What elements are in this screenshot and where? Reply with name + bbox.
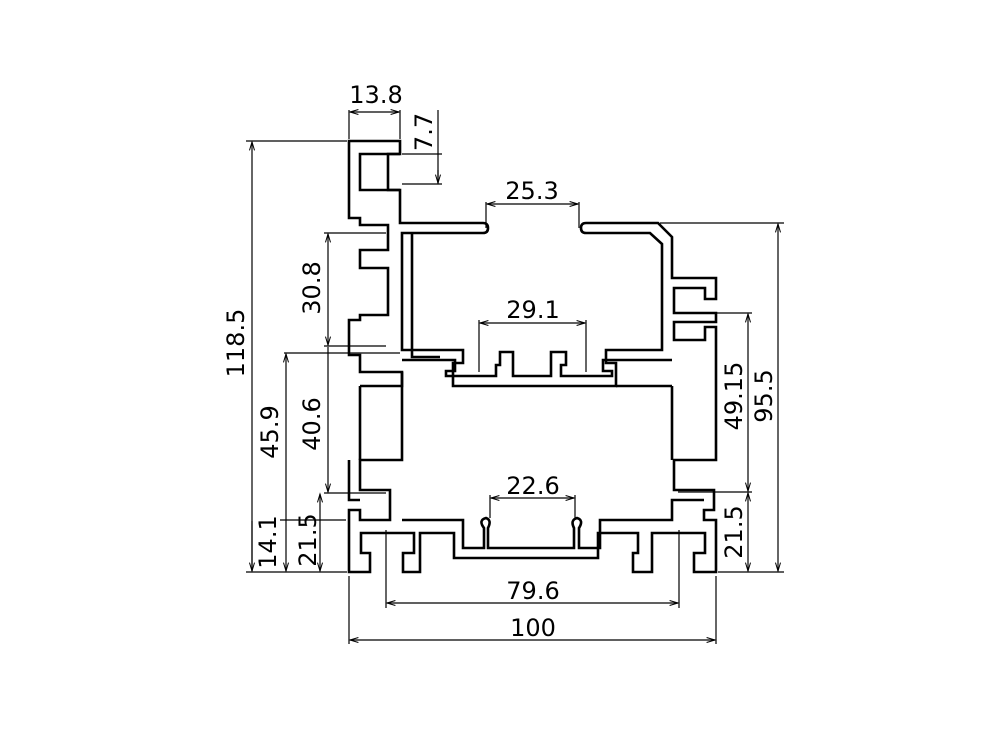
dim-label-left-lower-total: 45.9 bbox=[256, 405, 284, 458]
middle-channel bbox=[402, 350, 672, 378]
dim-label-top-slot-width: 13.8 bbox=[349, 81, 402, 109]
dim-label-bottom-channel: 22.6 bbox=[506, 472, 559, 500]
dim-label-right-total: 95.5 bbox=[750, 369, 778, 422]
lower-chamber bbox=[358, 372, 674, 460]
dim-label-left-middle-pitch: 40.6 bbox=[298, 397, 326, 450]
dim-label-inner-width: 79.6 bbox=[506, 577, 559, 605]
dim-label-middle-channel: 29.1 bbox=[506, 296, 559, 324]
dim-label-top-slot-height: 7.7 bbox=[410, 113, 438, 151]
dim-label-right-bottom-slot: 21.5 bbox=[720, 505, 748, 558]
dim-label-top-opening: 25.3 bbox=[505, 177, 558, 205]
top-slot bbox=[358, 152, 400, 192]
left-lower-tooth bbox=[347, 460, 360, 502]
dim-label-left-bottom-slot: 21.5 bbox=[294, 513, 322, 566]
dim-label-left-upper-pitch: 30.8 bbox=[298, 261, 326, 314]
dim-label-overall-height: 118.5 bbox=[222, 309, 250, 378]
upper-chamber bbox=[410, 233, 440, 359]
profile-outer-contour bbox=[347, 139, 718, 574]
bottom-channel bbox=[402, 498, 704, 550]
dim-label-right-mid: 49.15 bbox=[720, 362, 748, 431]
dim-label-left-bottom-small: 14.1 bbox=[254, 515, 282, 568]
dim-label-overall-width: 100 bbox=[510, 614, 556, 642]
